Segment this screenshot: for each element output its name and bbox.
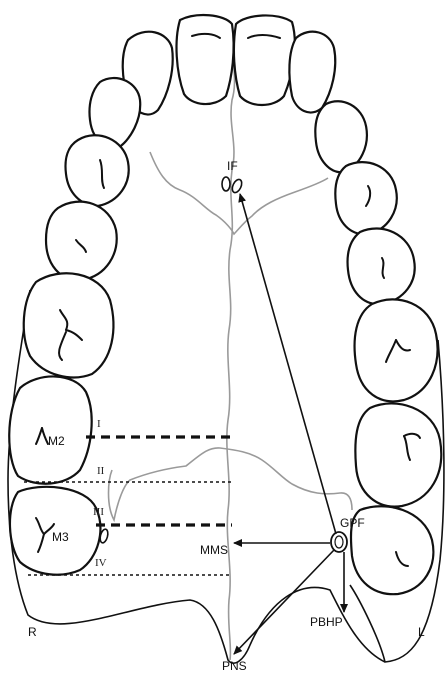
incisive-foramen-right [222, 177, 230, 191]
tooth-right-m1 [24, 273, 114, 377]
label-level-III: III [93, 506, 104, 518]
tooth-left-premolar-2 [348, 228, 415, 304]
arrow-gpf-to-if [240, 194, 336, 534]
tooth-left-central-incisor [234, 15, 295, 105]
tooth-right-premolar-1 [66, 135, 129, 206]
label-level-I: I [97, 418, 101, 430]
label-m3: M3 [52, 530, 69, 544]
tooth-right-central-incisor [177, 15, 234, 104]
label-pns: PNS [222, 659, 247, 673]
label-level-II: II [97, 465, 105, 477]
incisive-foramen-left [230, 178, 243, 194]
greater-palatine-foramen [331, 532, 347, 552]
tooth-right-premolar-2 [46, 202, 117, 280]
tooth-left-premolar-1 [335, 162, 396, 234]
label-level-IV: IV [95, 557, 107, 569]
label-mms: MMS [200, 543, 228, 557]
tooth-left-m2 [355, 403, 441, 506]
label-left-side: L [418, 625, 425, 639]
label-if: IF [227, 159, 238, 173]
arrow-gpf-to-pns [234, 550, 334, 654]
label-right-side: R [28, 625, 37, 639]
midline-suture [227, 40, 235, 660]
tooth-left-lateral-incisor [289, 32, 335, 113]
incisive-suture [150, 152, 328, 234]
tooth-m2 [9, 376, 91, 483]
label-m2: M2 [48, 434, 65, 448]
label-gpf: GPF [340, 516, 365, 530]
label-pbhp: PBHP [310, 615, 343, 629]
tooth-left-m1 [355, 299, 438, 401]
